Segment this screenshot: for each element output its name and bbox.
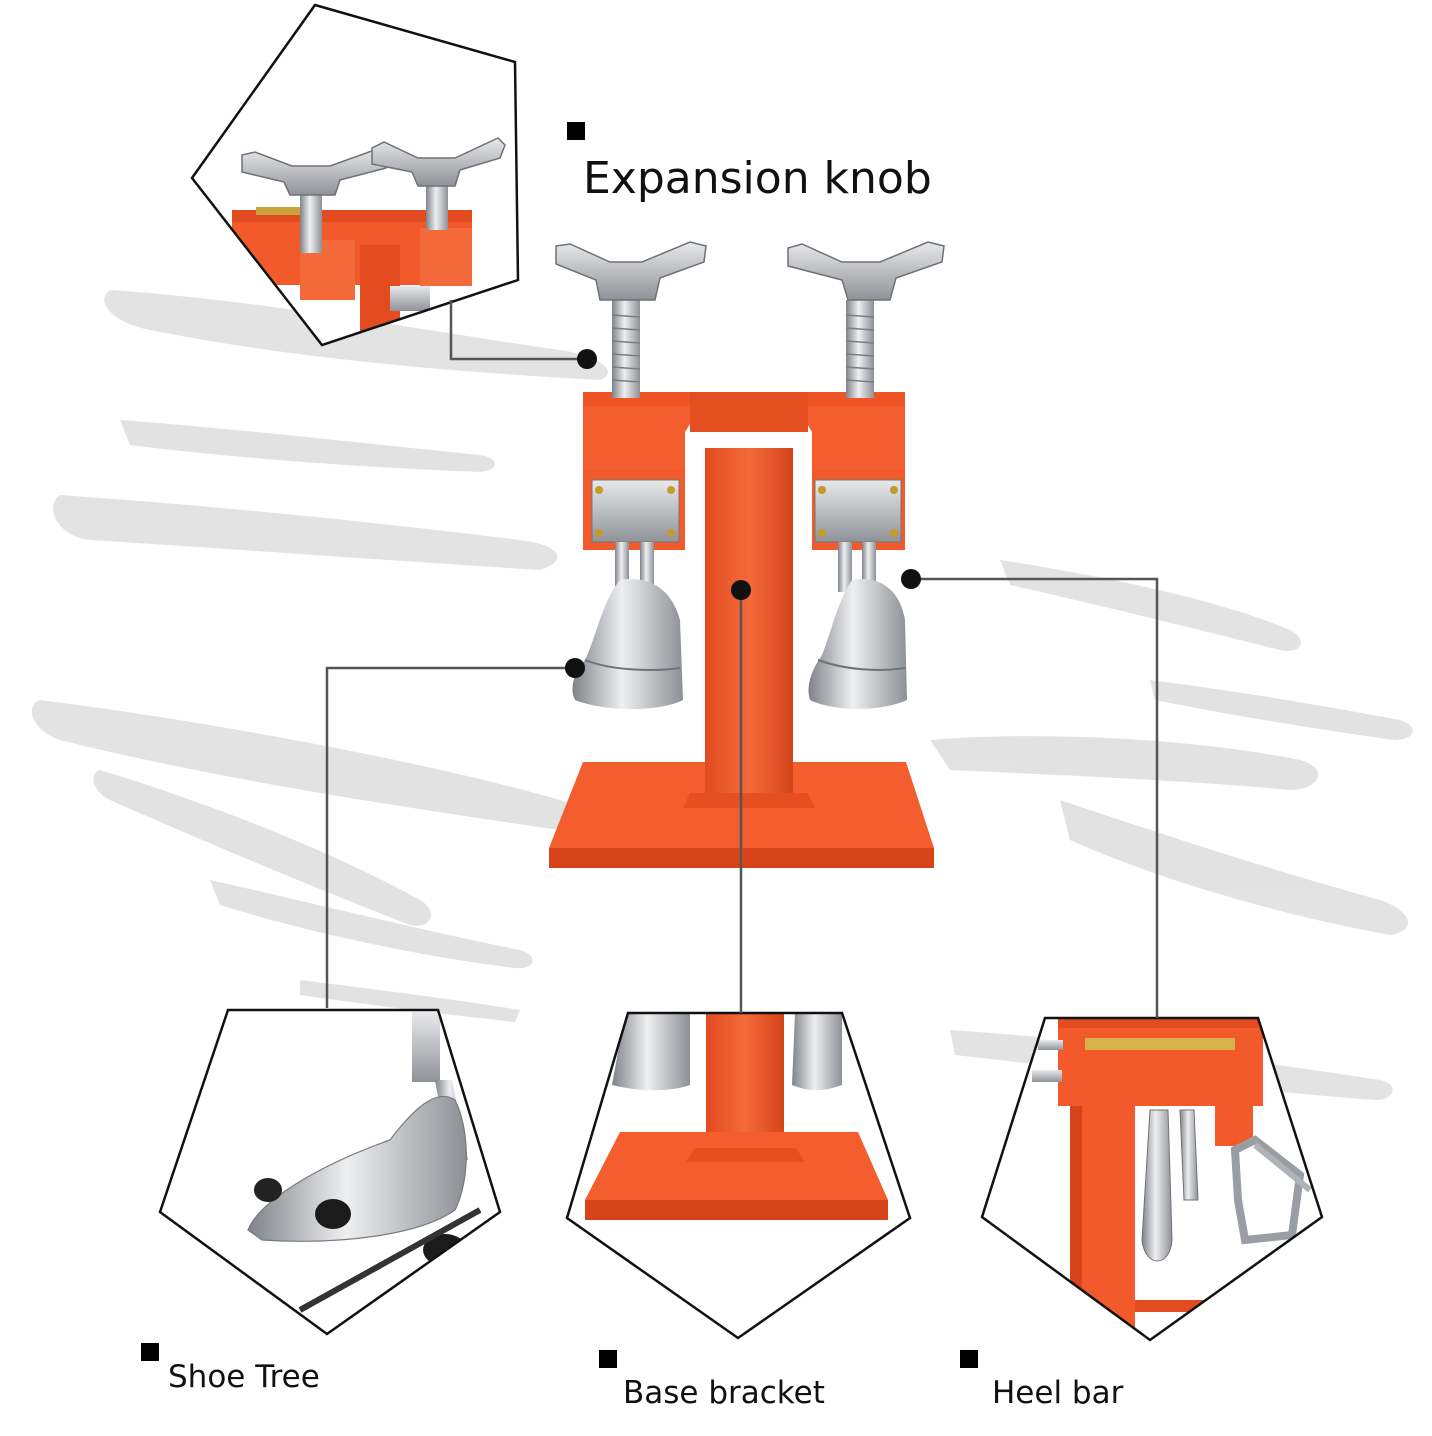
- background-brush-strokes: [31, 290, 1413, 1100]
- callout-base-bracket-detail: [565, 1011, 912, 1340]
- label-shoe-tree: Shoe Tree: [168, 1359, 320, 1395]
- leader-expansion-knob: [449, 300, 586, 361]
- leader-dot-shoe-tree: [565, 658, 585, 678]
- left-metal-plate: [591, 479, 680, 543]
- callout-expansion-knob-detail: [190, 3, 520, 347]
- right-metal-plate: [814, 479, 902, 543]
- bullet-heel-bar: [960, 1350, 978, 1368]
- label-expansion-knob: Expansion knob: [583, 153, 932, 204]
- left-wing-knob: [555, 241, 707, 301]
- bullet-shoe-tree: [141, 1343, 159, 1361]
- top-crossbar: [583, 398, 905, 476]
- leader-dot-heel-bar: [901, 569, 921, 589]
- leader-lines: [325, 300, 1159, 1018]
- shoe-stretcher-product: [549, 241, 945, 868]
- leader-heel-bar: [912, 577, 1159, 1018]
- callout-shoe-tree-detail: [158, 1008, 502, 1336]
- leader-dot-base-bracket: [731, 580, 751, 600]
- leader-shoe-tree: [325, 666, 576, 1008]
- leader-endpoints: [565, 349, 921, 678]
- right-shoe-tree: [808, 579, 907, 709]
- leader-dot-expansion-knob: [577, 349, 597, 369]
- bullet-expansion-knob: [567, 122, 585, 140]
- left-shoe-tree: [572, 579, 683, 709]
- center-column: [705, 448, 793, 793]
- column-foot: [683, 793, 815, 808]
- right-wing-knob: [787, 241, 945, 301]
- bullet-base-bracket: [599, 1350, 617, 1368]
- label-heel-bar: Heel bar: [992, 1375, 1124, 1411]
- label-base-bracket: Base bracket: [623, 1375, 825, 1411]
